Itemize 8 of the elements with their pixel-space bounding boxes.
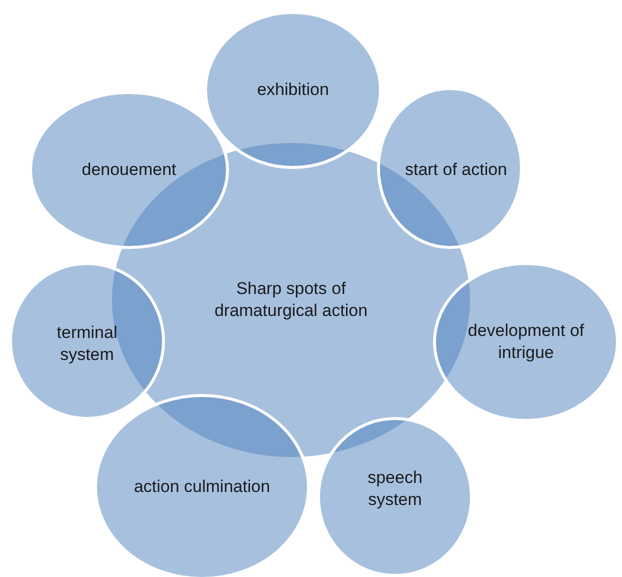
node-label: start of action	[404, 159, 508, 181]
node-label: terminal system	[56, 322, 118, 366]
node-label: denouement	[82, 159, 176, 181]
node-label: exhibition	[257, 79, 329, 101]
node-label: speech system	[366, 467, 424, 511]
node-label: Sharp spots of dramaturgical action	[213, 278, 369, 322]
node-label: action culmination	[134, 476, 270, 498]
node-label: development of intrigue	[466, 320, 586, 364]
